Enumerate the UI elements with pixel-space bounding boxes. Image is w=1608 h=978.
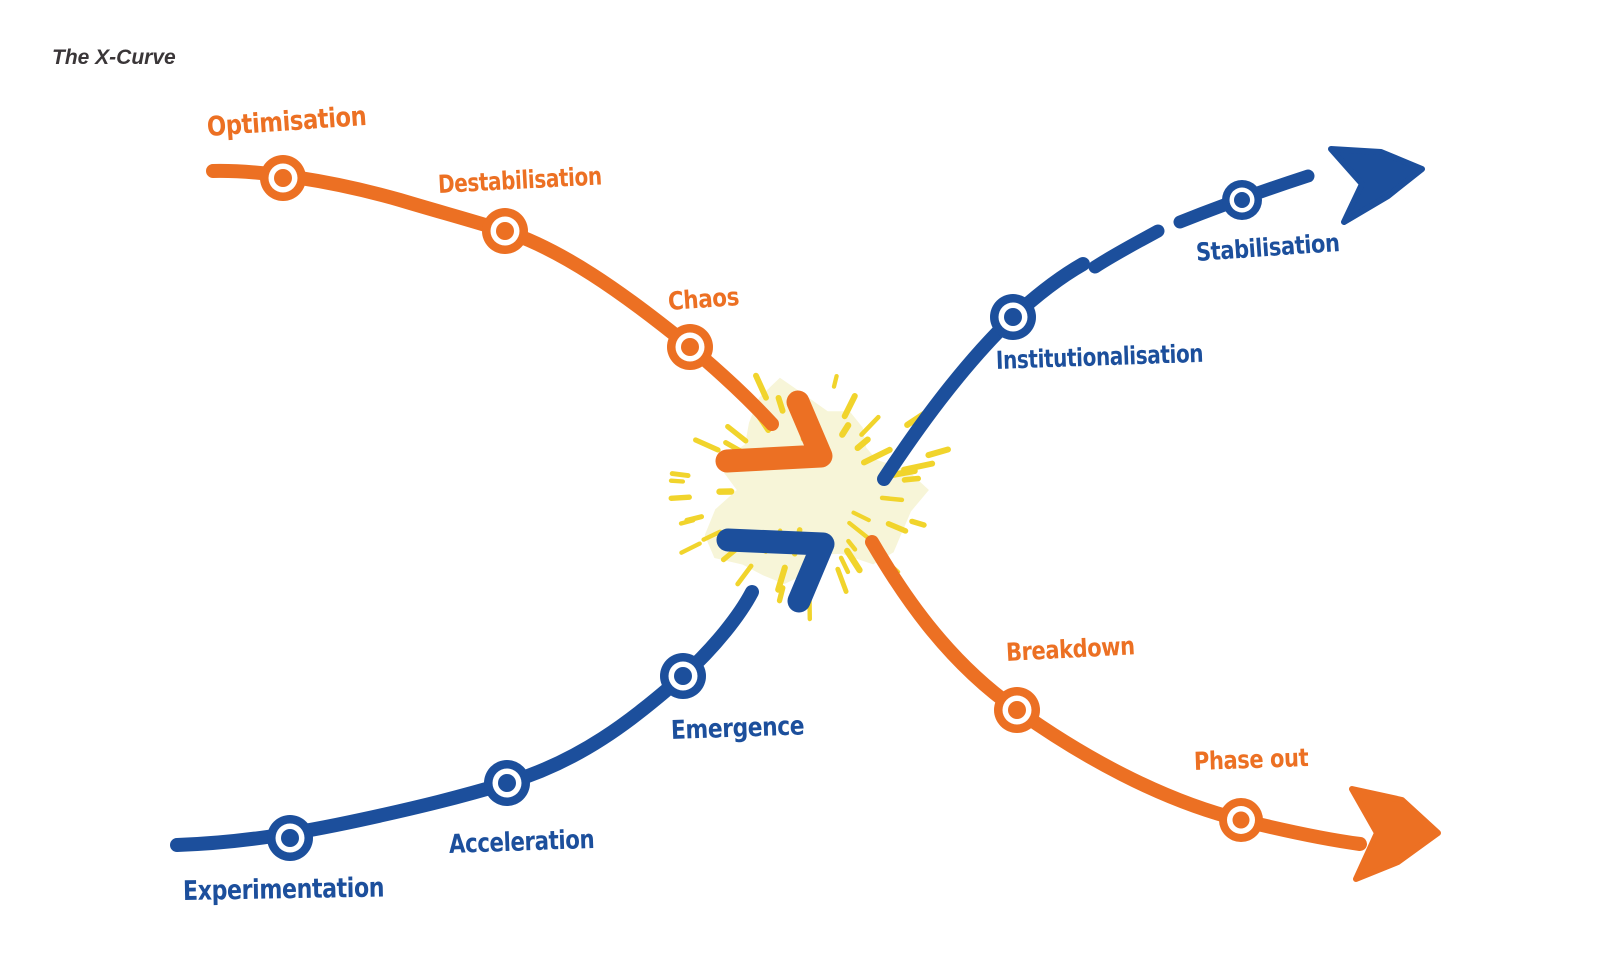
starburst-ray xyxy=(725,424,749,444)
starburst-ray xyxy=(679,541,702,555)
buildup-dash-segment xyxy=(1088,224,1165,274)
starburst-ray xyxy=(844,547,863,574)
starburst-ray xyxy=(669,471,691,479)
decline-arrow-into-center-icon xyxy=(715,390,833,473)
starburst-ray xyxy=(909,518,927,528)
starburst-ray xyxy=(831,373,839,389)
starburst-ray xyxy=(701,529,723,542)
node-phase-out xyxy=(1219,798,1263,842)
starburst-ray xyxy=(854,436,871,452)
node-stabilisation xyxy=(1222,180,1262,220)
node-experimentation xyxy=(267,815,313,861)
starburst-ray xyxy=(841,393,858,420)
stage-label-chaos: Chaos xyxy=(666,282,740,316)
node-chaos xyxy=(667,324,713,370)
starburst-ray xyxy=(901,475,922,483)
page-title: The X-Curve xyxy=(52,46,176,69)
starburst-ray xyxy=(835,566,849,594)
buildup-curve-path xyxy=(170,585,759,852)
starburst-ray xyxy=(861,446,893,466)
starburst-ray xyxy=(753,372,769,401)
starburst-ray xyxy=(859,414,881,437)
starburst-ray xyxy=(879,495,905,503)
stage-label-acceleration: Acceleration xyxy=(448,824,595,860)
starburst-ray xyxy=(668,478,686,484)
starburst-ray xyxy=(847,520,870,540)
buildup-arrowhead-icon xyxy=(1328,146,1425,225)
starburst-ray xyxy=(693,437,721,453)
node-breakdown xyxy=(994,687,1040,733)
starburst-ray xyxy=(668,494,692,501)
starburst-ray xyxy=(735,563,754,587)
decline-arrowhead-icon xyxy=(1349,786,1441,882)
starburst-ray xyxy=(678,518,696,526)
starburst-ray xyxy=(901,460,936,473)
node-emergence xyxy=(660,653,706,699)
starburst-ray xyxy=(846,538,858,552)
starburst-ray xyxy=(775,564,788,593)
stage-label-experimentation: Experimentation xyxy=(182,872,385,907)
starburst-ray xyxy=(885,521,909,534)
starburst-ray xyxy=(776,585,786,604)
node-acceleration xyxy=(484,760,530,806)
starburst-ray xyxy=(775,394,786,414)
starburst-ray xyxy=(851,510,871,523)
buildup-arrow-into-center-icon xyxy=(716,528,835,613)
stage-label-emergence: Emergence xyxy=(670,711,805,746)
milestone-nodes xyxy=(260,155,1263,861)
starburst-ray xyxy=(839,422,852,438)
starburst-ray xyxy=(838,555,851,575)
node-institutionalisation xyxy=(990,294,1036,340)
node-destabilisation xyxy=(482,208,528,254)
decline-exit-path xyxy=(865,535,1367,851)
node-optimisation xyxy=(260,155,306,201)
stage-label-phase-out: Phase out xyxy=(1193,743,1309,776)
starburst-ray xyxy=(925,446,951,459)
